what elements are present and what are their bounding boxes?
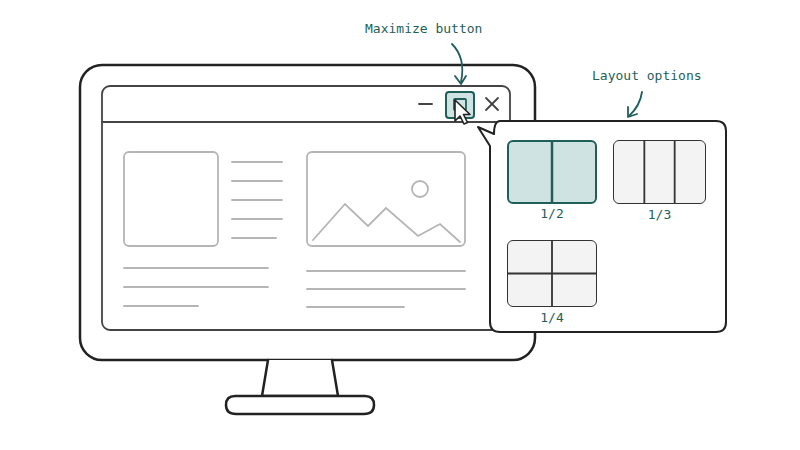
arrowhead bbox=[455, 76, 466, 84]
text-line bbox=[307, 270, 465, 272]
text-line bbox=[232, 237, 276, 239]
text-line bbox=[232, 161, 282, 163]
leader-arrow bbox=[629, 92, 642, 116]
picture-frame bbox=[307, 152, 465, 246]
text-line bbox=[124, 267, 268, 269]
drawing-part bbox=[102, 86, 510, 330]
tile-dividers bbox=[508, 241, 596, 306]
layout-label: 1/3 bbox=[648, 207, 671, 222]
app-window bbox=[102, 86, 510, 330]
layout-tile: 1/3 bbox=[613, 140, 706, 204]
text-line bbox=[232, 199, 282, 201]
text-line bbox=[124, 286, 268, 288]
monitor-neck bbox=[262, 360, 338, 396]
callout-label: Layout options bbox=[592, 68, 702, 83]
tile-divider bbox=[674, 141, 676, 203]
text-line bbox=[124, 305, 198, 307]
layout-tile: 1/2 bbox=[507, 140, 597, 204]
close-icon bbox=[486, 98, 498, 110]
drawing-part bbox=[80, 65, 535, 414]
arrowhead bbox=[628, 107, 637, 117]
mouse-cursor bbox=[455, 100, 470, 124]
layout-tile: 1/4 bbox=[507, 240, 597, 307]
text-line bbox=[307, 288, 465, 290]
tile-divider bbox=[551, 142, 554, 202]
monitor-base bbox=[226, 396, 374, 414]
sun bbox=[412, 181, 428, 197]
tile-divider bbox=[643, 141, 645, 203]
tile-dividers bbox=[509, 142, 595, 202]
layout-label: 1/2 bbox=[540, 206, 563, 221]
text-line bbox=[307, 306, 404, 308]
monitor-frame bbox=[80, 65, 535, 360]
minimize-icon bbox=[419, 103, 432, 105]
drawing-part bbox=[124, 152, 465, 307]
callout-label: Maximize button bbox=[365, 21, 482, 36]
tile-divider bbox=[508, 273, 596, 275]
leader-arrow bbox=[452, 44, 462, 82]
tile-dividers bbox=[614, 141, 705, 203]
mountains bbox=[313, 204, 460, 242]
image-placeholder bbox=[124, 152, 218, 246]
layout-popup bbox=[478, 121, 726, 332]
text-line bbox=[232, 180, 282, 182]
title-bar-line bbox=[102, 121, 510, 123]
layout-label: 1/4 bbox=[540, 310, 563, 325]
close-icon bbox=[486, 98, 498, 110]
text-line bbox=[232, 218, 282, 220]
